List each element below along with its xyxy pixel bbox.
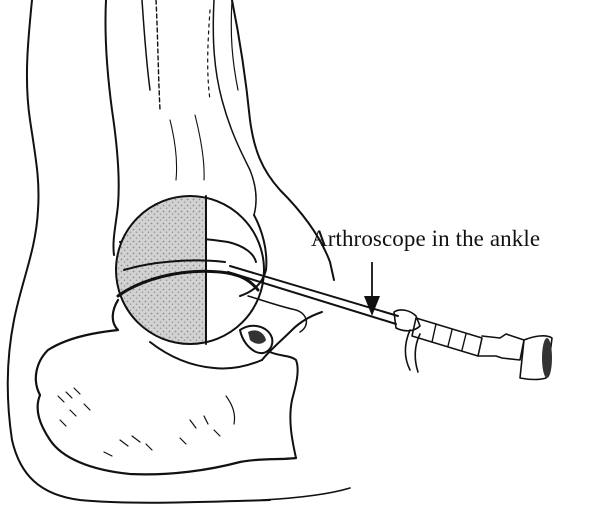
callout-arrow bbox=[364, 262, 380, 316]
arthroscope-instrument bbox=[228, 266, 552, 380]
arthroscope-label: Arthroscope in the ankle bbox=[311, 226, 540, 252]
